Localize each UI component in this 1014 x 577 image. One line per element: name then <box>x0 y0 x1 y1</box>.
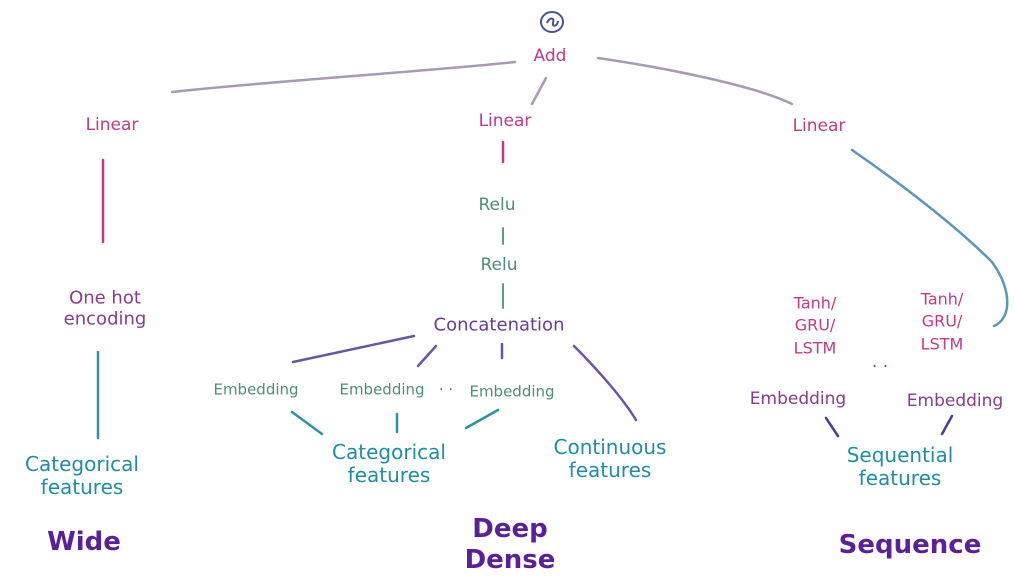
edge-seq-embedding2-input <box>940 414 954 436</box>
edge-add-deep <box>530 76 548 106</box>
sequence-input-line-2: features <box>858 466 942 490</box>
sequence-features-node: Sequential features <box>847 444 954 490</box>
add-node: Add <box>533 46 567 67</box>
sequence-ellipsis: · · <box>871 357 889 378</box>
deep-continuous-line-1: Continuous <box>553 435 667 459</box>
rnn-2-line-3: LSTM <box>920 334 964 354</box>
rnn-2-line-2: GRU/ <box>921 311 963 331</box>
sequence-embedding-node-2: Embedding <box>906 391 1004 412</box>
add-icon <box>538 9 566 35</box>
wide-input-line-1: Categorical <box>25 452 139 476</box>
deep-categorical-features-node: Categorical features <box>332 441 446 487</box>
deep-linear-node: Linear <box>478 111 532 132</box>
edge-add-wide <box>170 60 517 94</box>
deep-categorical-line-2: features <box>347 463 431 487</box>
deep-embedding-node-1: Embedding <box>213 380 299 399</box>
wide-one-hot-encoding-node: One hot encoding <box>64 288 147 329</box>
rnn-1-line-2: GRU/ <box>794 315 836 335</box>
edge-concat-embedding-1 <box>291 334 416 364</box>
deep-title-line-2: Dense <box>464 545 556 575</box>
edge-embedding3-categorical <box>464 408 500 430</box>
deep-title-line-1: Deep <box>472 513 548 544</box>
deep-continuous-features-node: Continuous features <box>554 436 667 482</box>
deep-categorical-line-1: Categorical <box>332 440 446 464</box>
sequence-linear-node: Linear <box>792 116 846 137</box>
one-hot-line-2: encoding <box>63 308 147 329</box>
edge-concat-embedding-2 <box>416 344 438 368</box>
sequence-embedding-node-1: Embedding <box>749 389 847 410</box>
sequence-title: Sequence <box>838 530 982 561</box>
one-hot-line-1: One hot <box>69 287 141 309</box>
edge-concat-continuous <box>572 344 638 422</box>
wide-title: Wide <box>47 527 121 558</box>
edge-embedding1-categorical <box>290 410 324 436</box>
deep-concatenation-node: Concatenation <box>433 314 565 336</box>
wide-input-line-2: features <box>40 475 124 499</box>
wide-linear-node: Linear <box>85 115 139 136</box>
rnn-2-line-1: Tanh/ <box>920 289 964 309</box>
sequence-input-line-1: Sequential <box>846 443 954 467</box>
deep-embedding-node-3: Embedding <box>469 382 555 401</box>
rnn-1-line-1: Tanh/ <box>793 293 837 313</box>
rnn-1-line-3: LSTM <box>793 338 837 358</box>
sequence-rnn-node-2: Tanh/ GRU/ LSTM <box>921 288 964 355</box>
deep-continuous-line-2: features <box>568 458 652 482</box>
sequence-rnn-node-1: Tanh/ GRU/ LSTM <box>794 292 837 359</box>
deep-dense-title: Deep Dense <box>465 514 556 576</box>
deep-relu-node-2: Relu <box>480 255 518 276</box>
wide-categorical-features-node: Categorical features <box>25 453 139 499</box>
deep-relu-node-1: Relu <box>478 195 516 216</box>
deep-embedding-node-2: Embedding <box>339 380 425 399</box>
edge-seq-embedding1-input <box>824 416 840 438</box>
edge-sequence-linear-rnn <box>850 148 1009 328</box>
edge-add-sequence <box>596 56 794 106</box>
deep-embedding-ellipsis: · · <box>438 380 454 399</box>
